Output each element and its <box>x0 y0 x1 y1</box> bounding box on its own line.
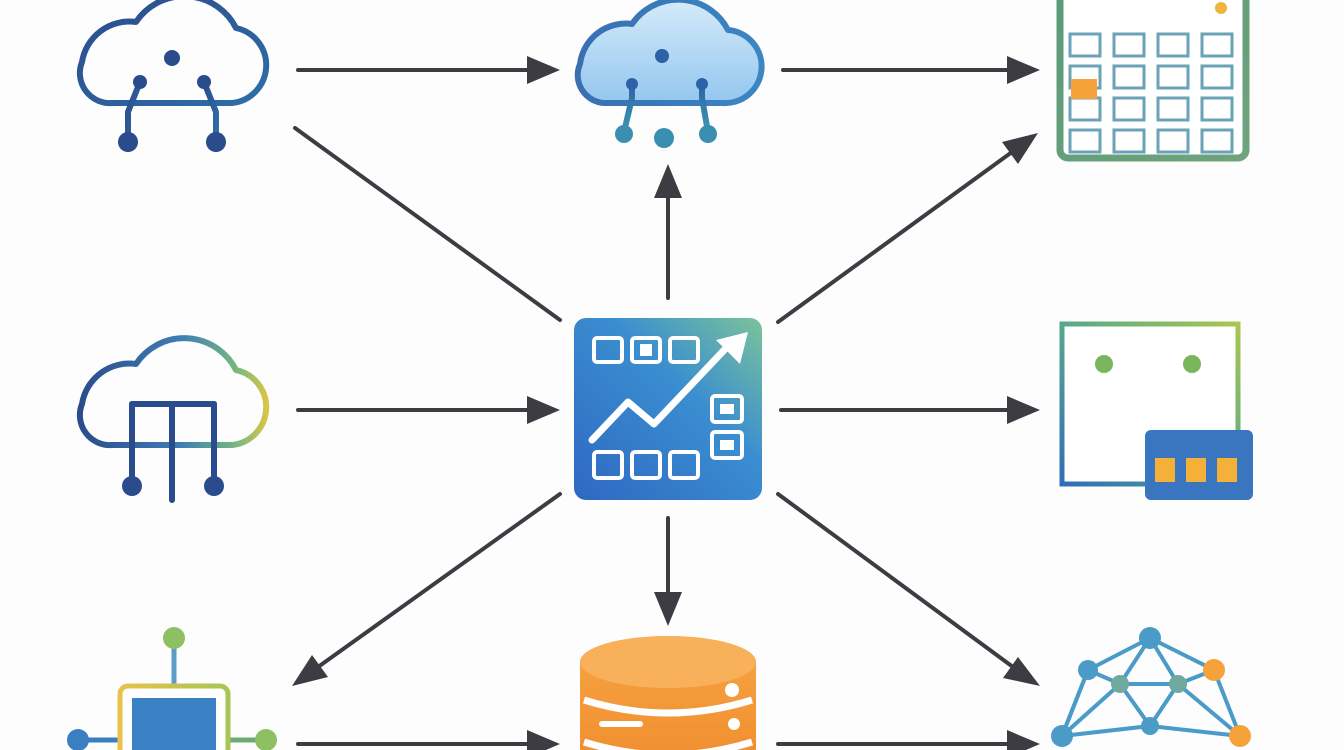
calendar-icon <box>1056 0 1250 162</box>
cloud-network-icon <box>76 0 270 161</box>
mesh-network-bottom-right <box>1051 627 1251 747</box>
arrow-dashboard-to-chip <box>292 492 562 686</box>
calendar-cell <box>1112 128 1146 154</box>
arrow-cloud-left-to-dashboard <box>293 126 562 322</box>
calendar-top-right <box>1056 0 1250 162</box>
database-bottom-center <box>580 636 756 750</box>
cloud-network-icon <box>76 335 270 503</box>
calendar-cell <box>1200 96 1234 122</box>
calendar-cell <box>1156 64 1190 90</box>
arrow-cloud-center-to-calendar <box>781 56 1040 84</box>
cloud-network-top-center <box>574 0 765 148</box>
trend-line-icon <box>588 342 732 444</box>
arrow-cloud-middle-to-dashboard <box>296 396 560 424</box>
calendar-cell <box>1156 32 1190 58</box>
arrow-dashboard-to-database <box>654 516 682 626</box>
arrow-dashboard-to-spreadsheet <box>779 396 1040 424</box>
chip-icon <box>67 627 277 750</box>
calendar-cell <box>1112 64 1146 90</box>
arrow-dashboard-to-calendar <box>776 133 1038 324</box>
calendar-cell <box>1200 64 1234 90</box>
calendar-cell <box>1200 128 1234 154</box>
spreadsheet-grid-icon <box>1059 321 1253 500</box>
arrow-dashboard-to-mesh <box>776 492 1040 686</box>
arrows <box>292 56 1040 750</box>
spreadsheet-grid-middle-right <box>1059 321 1253 500</box>
arrow-dashboard-to-cloud-center <box>654 164 682 300</box>
calendar-cell <box>1068 32 1102 58</box>
processor-chip-bottom-left <box>67 627 277 750</box>
arrow-database-to-mesh <box>776 730 1040 750</box>
analytics-dashboard-icon <box>574 318 762 500</box>
database-icon <box>580 636 756 750</box>
cloud-network-middle-left <box>76 335 270 503</box>
arrow-cloud-left-to-cloud-center <box>296 56 560 84</box>
calendar-cell <box>1156 128 1190 154</box>
calendar-cell <box>1112 32 1146 58</box>
calendar-cell <box>1068 128 1102 154</box>
cloud-network-top-left <box>76 0 270 161</box>
calendar-cell <box>1156 96 1190 122</box>
cloud-network-icon <box>574 0 765 148</box>
arrow-chip-to-database <box>296 730 560 750</box>
analytics-dashboard-center <box>574 318 762 500</box>
calendar-cell <box>1112 96 1146 122</box>
mesh-network-icon <box>1051 627 1251 747</box>
calendar-cell <box>1200 32 1234 58</box>
